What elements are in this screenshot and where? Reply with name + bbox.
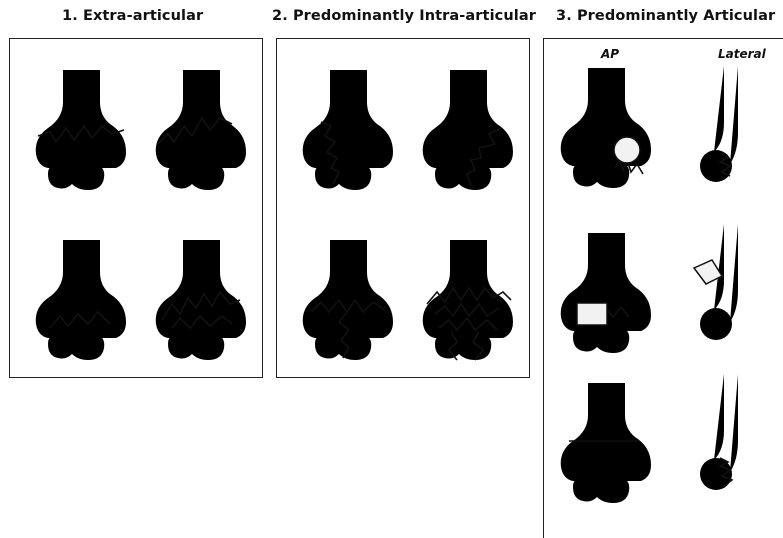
group-1-title: 1. Extra-articular (62, 8, 203, 24)
fracture-figure-1b (150, 62, 255, 212)
fracture-figure-3a-lateral (700, 62, 783, 212)
group-2-title: 2. Predominantly Intra-articular (272, 8, 536, 24)
fracture-figure-1d (150, 232, 255, 382)
lateral-view-label: Lateral (718, 47, 766, 61)
fracture-figure-2d (417, 232, 522, 382)
fracture-figure-3b-lateral (700, 220, 783, 370)
ap-view-label: AP (601, 47, 619, 61)
fracture-figure-3c-lateral (700, 370, 783, 520)
fracture-figure-3a-ap (555, 60, 660, 210)
fracture-figure-2a (297, 62, 402, 212)
fracture-figure-1c (30, 232, 135, 382)
fracture-figure-2b (417, 62, 522, 212)
group-3-title: 3. Predominantly Articular (556, 8, 775, 24)
fracture-figure-3c-ap (555, 375, 660, 525)
fracture-figure-3b-ap (555, 225, 660, 375)
fracture-figure-2c (297, 232, 402, 382)
fracture-figure-1a (30, 62, 135, 212)
